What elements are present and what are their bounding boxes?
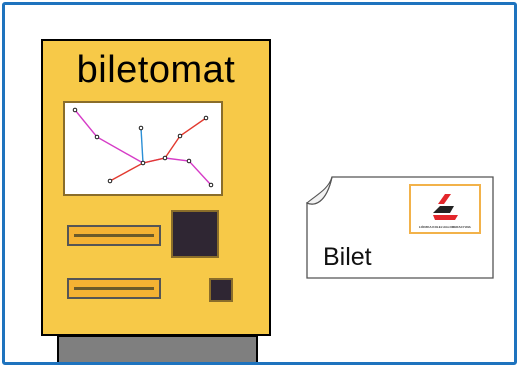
confirm-button[interactable] (209, 278, 233, 302)
ticket-slot[interactable] (67, 225, 161, 246)
machine-stand (57, 335, 258, 362)
ticket-card: ŁÓDZKA KOLEJ AGLOMERACYJNA Bilet (306, 176, 494, 279)
machine-brand-label: biletomat (76, 49, 236, 91)
coin-slot[interactable] (67, 278, 161, 299)
keypad-panel[interactable] (171, 210, 219, 258)
ticket-logo-text: ŁÓDZKA KOLEJ AGLOMERACYJNA (419, 225, 471, 229)
route-map-icon (72, 107, 214, 188)
ticket-logo: ŁÓDZKA KOLEJ AGLOMERACYJNA (409, 184, 481, 234)
ticket-machine: biletomat (41, 39, 271, 336)
railway-logo-icon (433, 194, 458, 220)
ticket-label: Bilet (323, 243, 372, 271)
route-map-screen[interactable] (63, 101, 223, 196)
